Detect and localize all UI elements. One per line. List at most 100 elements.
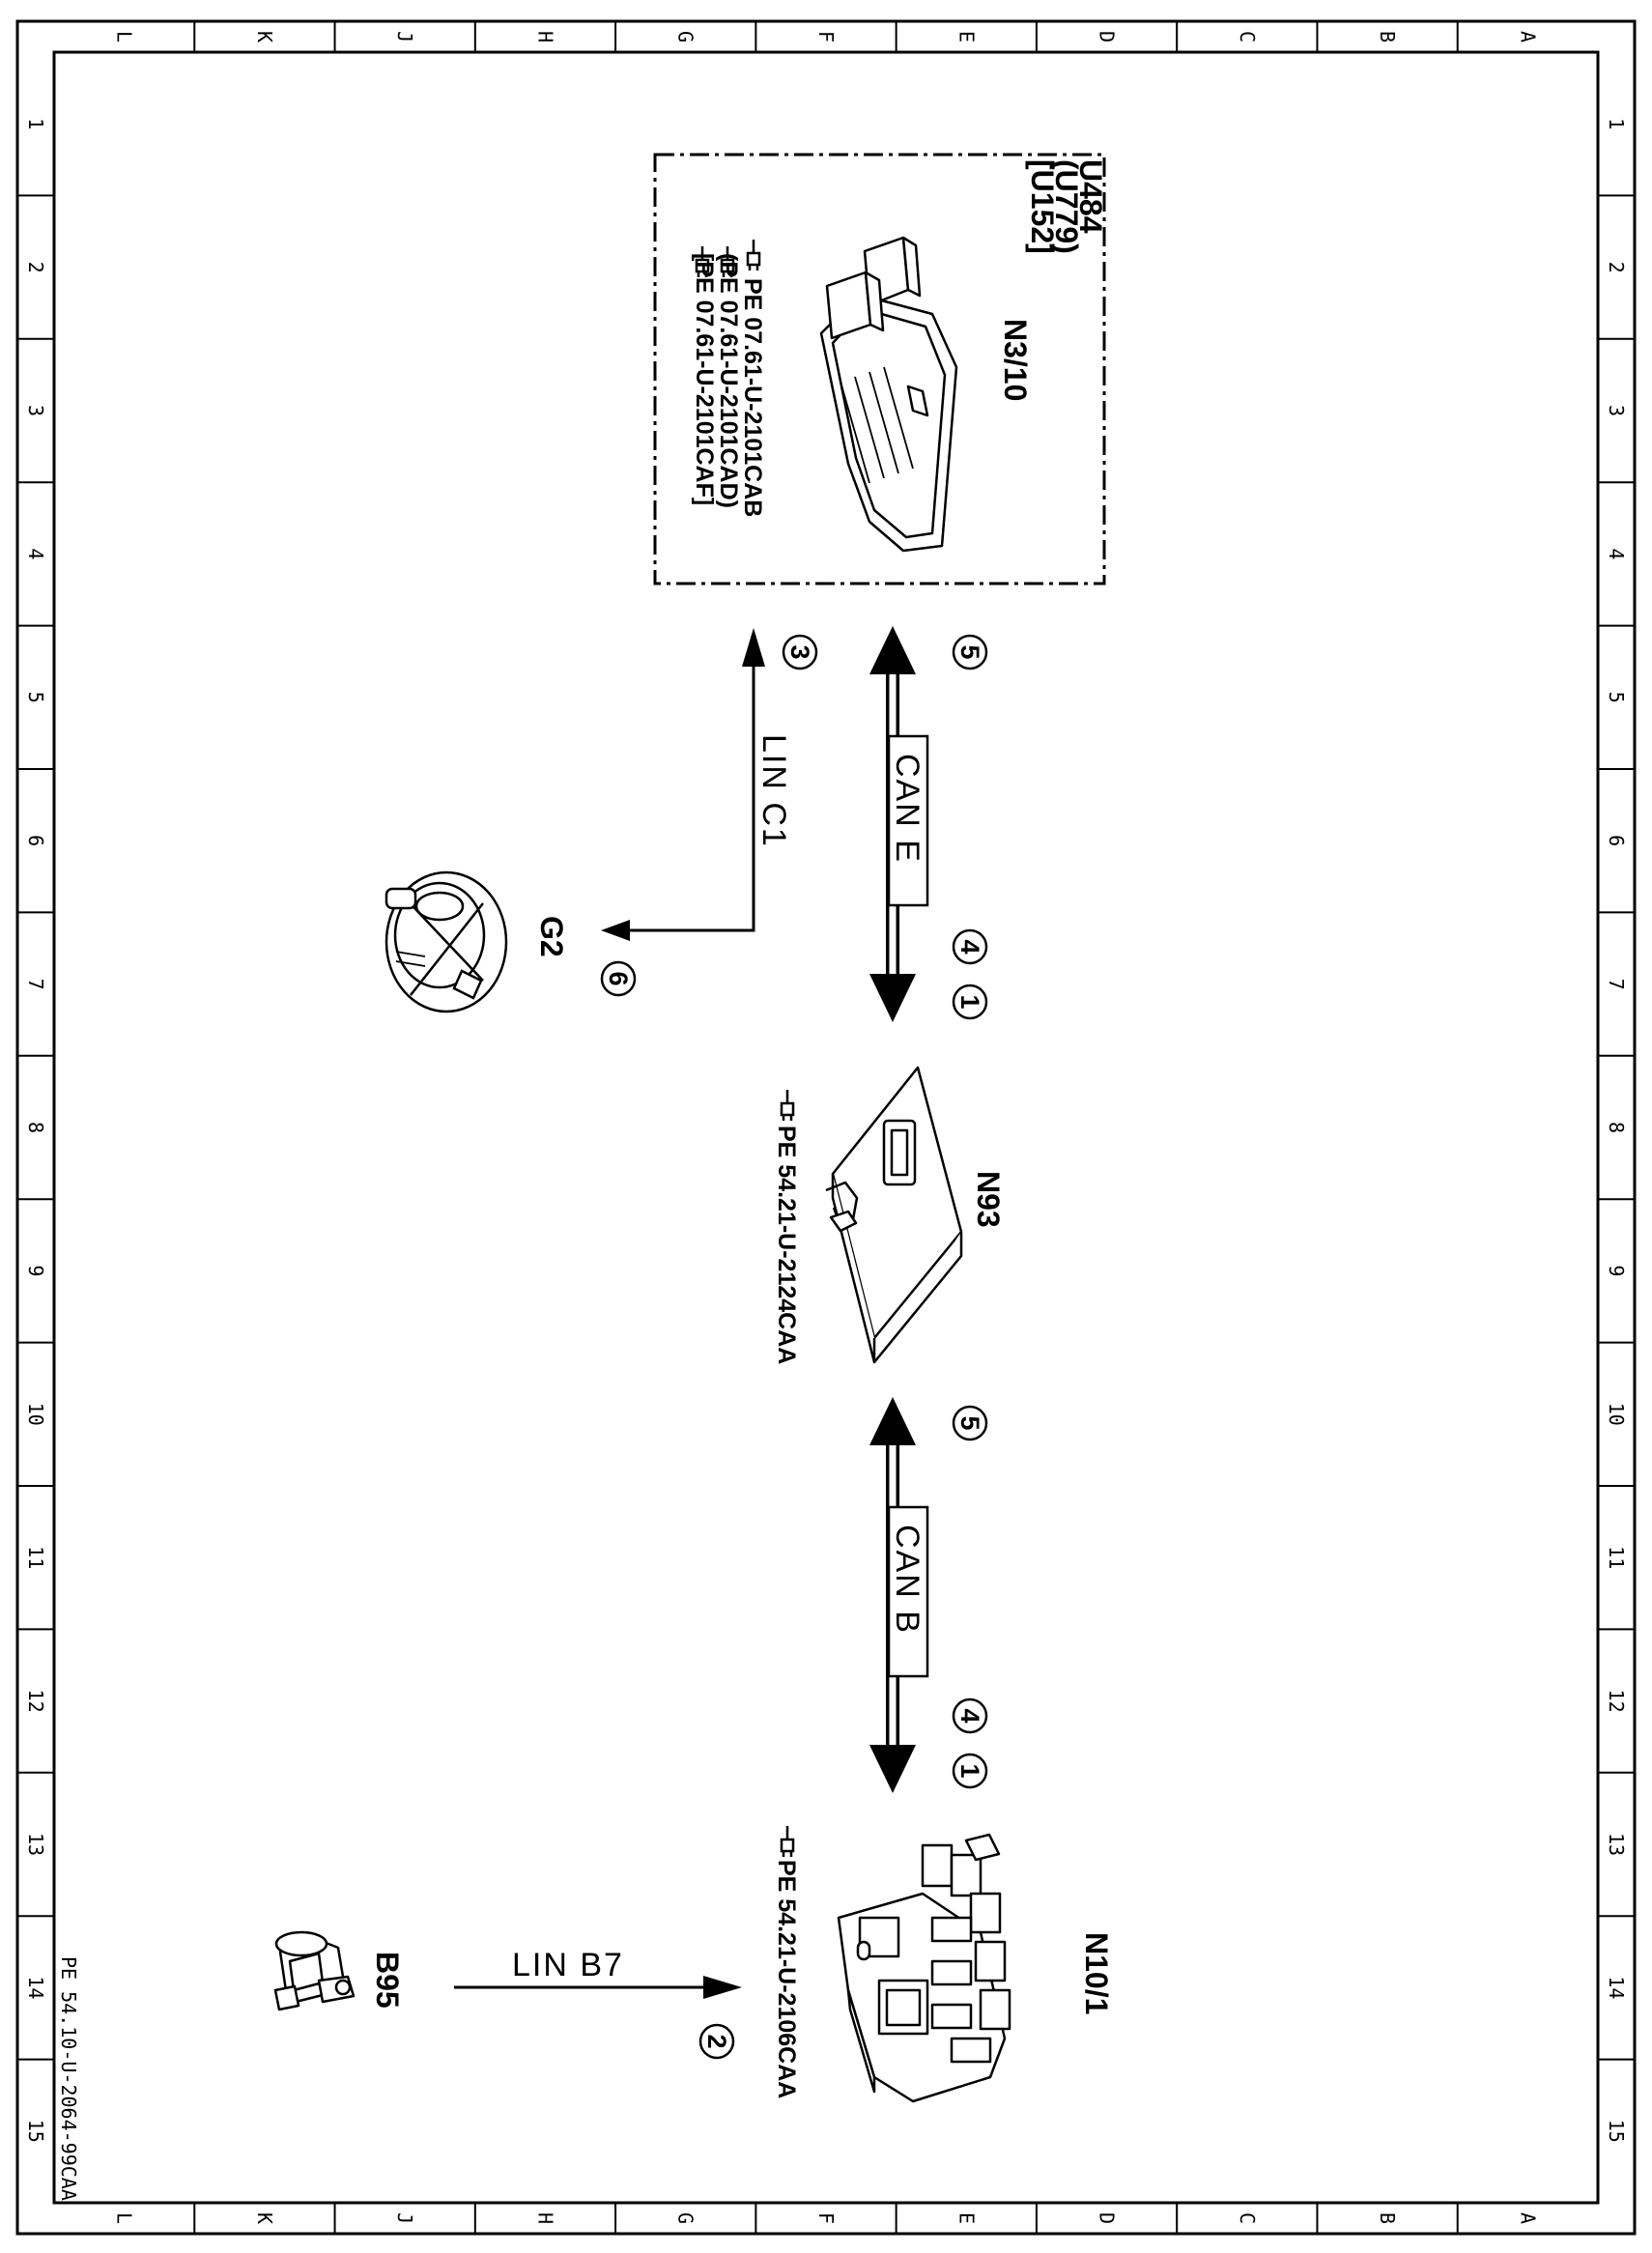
row-label-left: 1 [24, 118, 47, 129]
row-label-left: 13 [24, 1833, 47, 1856]
col-label-bottom: E [954, 2212, 978, 2224]
svg-text:5: 5 [955, 1415, 984, 1430]
svg-text:1: 1 [955, 994, 984, 1009]
lin-b7-label: LIN B7 [512, 1947, 624, 1983]
can-e-label-box [887, 734, 929, 907]
row-label-left: 6 [24, 835, 47, 846]
can-b-label: CAN B [889, 1525, 926, 1635]
col-label-bottom: D [1096, 2212, 1119, 2224]
lin-b7-arrow-right [703, 1976, 742, 1999]
row-label-left: 9 [24, 1265, 47, 1276]
col-label-top: D [1096, 31, 1119, 43]
row-label-right: 12 [1605, 1690, 1628, 1713]
col-label-top: F [814, 31, 838, 43]
bus-can-b[interactable]: CAN B [869, 1397, 929, 1793]
component-b95[interactable]: B95 [273, 1930, 405, 2011]
row-label-left: 14 [24, 1976, 47, 1999]
row-label-left: 5 [24, 692, 47, 703]
col-label-top: C [1236, 31, 1259, 43]
row-label-left: 10 [24, 1403, 47, 1426]
n3-10-ref-icon-2 [720, 246, 735, 277]
can-e-pin-4: 4 [952, 928, 988, 965]
row-label-left: 2 [24, 262, 47, 273]
row-label-right: 3 [1605, 405, 1628, 416]
row-label-left: 8 [24, 1122, 47, 1133]
component-n3-10[interactable]: U484 (U779) [U152] N3/10 PE 07.61-U-2101… [653, 153, 1108, 585]
can-e-pin-5: 5 [952, 634, 988, 670]
row-label-left: 7 [24, 979, 47, 990]
row-label-right: 7 [1605, 979, 1628, 990]
n3-10-label: N3/10 [998, 319, 1033, 401]
can-e-arrow-top [869, 626, 916, 674]
n93-ref-icon [780, 1090, 795, 1121]
n3-10-ref-1: PE 07.61-U-2101CAB [739, 278, 766, 517]
outer-border [15, 19, 1637, 2236]
lin-b7-pin-2: 2 [698, 2023, 735, 2060]
n3-10-ref-icon-1 [746, 240, 761, 271]
g2-alternator-icon [385, 870, 508, 1013]
col-label-top: J [393, 31, 416, 43]
row-label-right: 2 [1605, 262, 1628, 273]
n10-1-label: N10/1 [1079, 1932, 1114, 2014]
component-g2[interactable]: G2 [385, 870, 569, 1013]
lin-c1-label: LIN C1 [755, 734, 792, 848]
row-label-left: 15 [24, 2120, 47, 2143]
n93-ref: PE 54.21-U-2124CAA [773, 1126, 800, 1364]
n3-10-variant-u779: (U779) [1049, 159, 1084, 254]
n93-label: N93 [971, 1171, 1006, 1228]
col-label-bottom: J [393, 2212, 416, 2224]
b95-label: B95 [370, 1952, 405, 2009]
n3-10-variant-u152: [U152] [1025, 159, 1060, 254]
bus-lin-b7[interactable]: LIN B7 [454, 1947, 742, 1999]
col-label-top: H [533, 31, 556, 43]
svg-text:4: 4 [955, 939, 984, 954]
row-label-left: 12 [24, 1690, 47, 1713]
row-label-left: 3 [24, 405, 47, 416]
svg-text:4: 4 [955, 1708, 984, 1723]
bus-lin-c1[interactable]: LIN C1 [601, 628, 792, 941]
can-b-pin-4: 4 [952, 1697, 988, 1734]
row-label-right: 10 [1605, 1403, 1628, 1426]
can-b-pin-1: 1 [952, 1753, 988, 1789]
n10-1-ref: PE 54.21-U-2106CAA [773, 1860, 800, 2098]
col-label-bottom: G [674, 2212, 698, 2224]
row-label-right: 6 [1605, 835, 1628, 846]
lin-c1-pin-3: 3 [782, 634, 818, 670]
component-n10-1[interactable]: N10/1 PE 54.21-U-2106CAA [773, 1826, 1114, 2103]
n3-10-unit-icon [819, 236, 958, 553]
g2-label: G2 [534, 916, 569, 957]
col-label-top: A [1516, 31, 1539, 43]
svg-text:2: 2 [702, 2034, 731, 2048]
can-e-arrow-bottom [869, 974, 916, 1022]
col-label-bottom: F [814, 2212, 838, 2224]
n3-10-ref-3: [PE 07.61-U-2101CAF] [691, 253, 718, 505]
doc-number: PE 54.10-U-2064-99CAA [57, 1956, 80, 2201]
svg-text:3: 3 [785, 644, 814, 659]
col-label-top: E [954, 31, 978, 43]
b95-sensor-icon [273, 1930, 356, 2011]
n10-1-ref-icon [780, 1826, 795, 1857]
row-label-right: 5 [1605, 692, 1628, 703]
col-label-bottom: C [1236, 2212, 1259, 2224]
row-label-left: 4 [24, 548, 47, 559]
can-b-arrow-bottom [869, 1745, 916, 1793]
bus-can-e[interactable]: CAN E [869, 626, 929, 1022]
n93-module-icon [825, 1066, 963, 1364]
n3-10-variant-u484: U484 [1073, 159, 1108, 234]
n10-1-fuse-box-icon [837, 1833, 1011, 2103]
row-label-right: 11 [1605, 1546, 1628, 1569]
svg-text:1: 1 [955, 1763, 984, 1778]
component-n93[interactable]: N93 PE 54.21-U-2124CAA [773, 1066, 1006, 1364]
n3-10-dashed-box [653, 153, 1106, 585]
row-label-right: 4 [1605, 548, 1628, 559]
col-label-bottom: K [253, 2212, 276, 2224]
row-label-left: 11 [24, 1546, 47, 1569]
col-label-top: B [1376, 31, 1399, 43]
col-label-top: G [674, 31, 698, 43]
lin-c1-arrow-left [601, 920, 630, 941]
col-label-bottom: B [1376, 2212, 1399, 2224]
row-label-right: 13 [1605, 1833, 1628, 1856]
can-b-label-box [887, 1505, 929, 1678]
